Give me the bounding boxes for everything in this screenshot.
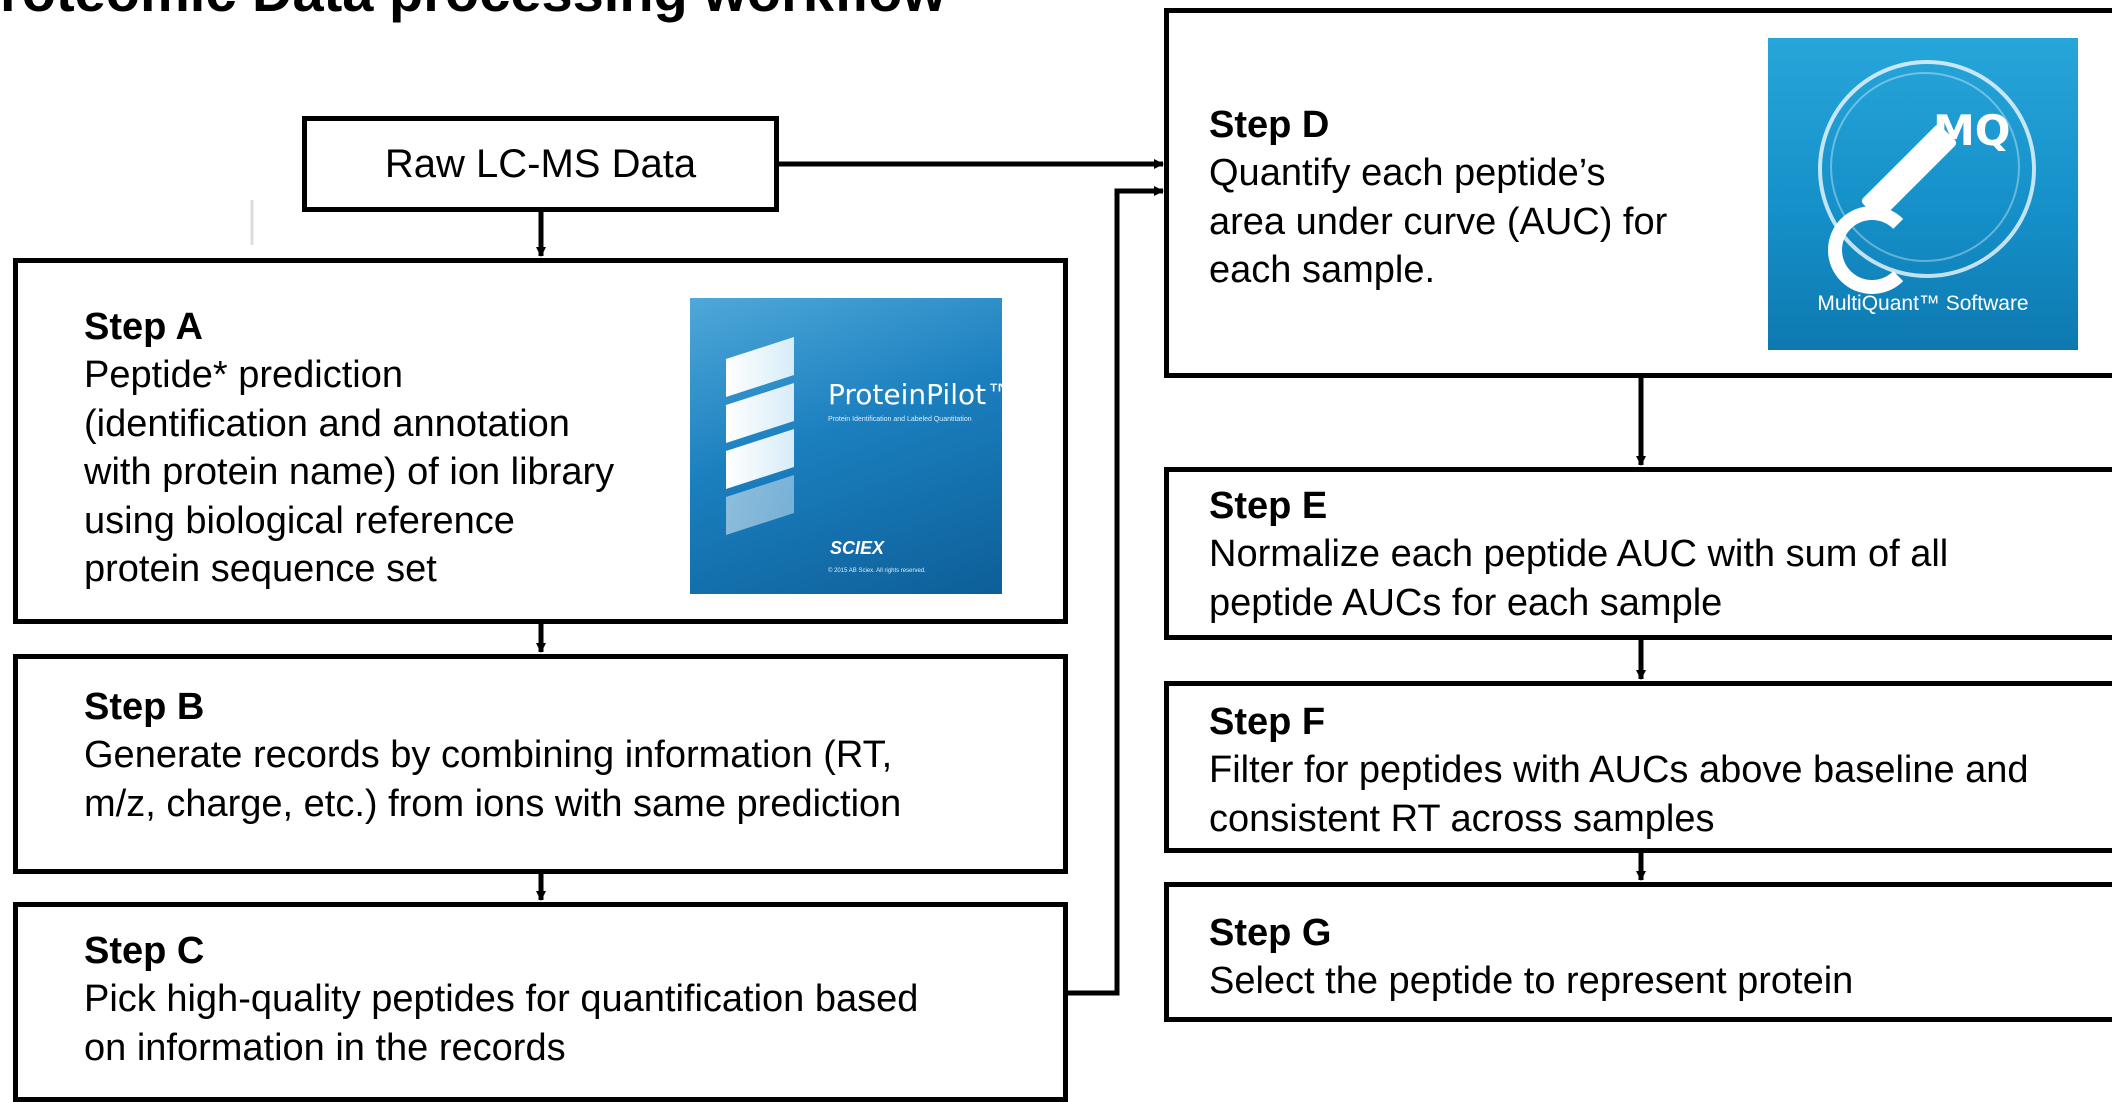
step-f-line: Filter for peptides with AUCs above base…: [1209, 749, 2029, 791]
step-f-description: Filter for peptides with AUCs above base…: [1209, 746, 2029, 843]
step-f-box: Step F Filter for peptides with AUCs abo…: [1164, 681, 2112, 853]
step-d-line: each sample.: [1209, 249, 1436, 291]
step-c-description: Pick high-quality peptides for quantific…: [84, 975, 918, 1072]
multiquant-name: MultiQuant™ Software: [1817, 292, 2029, 315]
step-g-description: Select the peptide to represent protein: [1209, 957, 1853, 1006]
step-d-line: area under curve (AUC) for: [1209, 200, 1668, 243]
step-a-line: using biological reference: [84, 499, 515, 542]
step-f-title: Step F: [1209, 701, 1326, 743]
diagram-title: roteomic Data processing workflow: [0, 0, 1150, 24]
raw-data-label: Raw LC-MS Data: [384, 141, 697, 186]
step-g-line: Select the peptide to represent protein: [1209, 960, 1854, 1002]
multiquant-logo: MQ MultiQuant™ Software: [1768, 38, 2078, 350]
raw-data-box: Raw LC-MS Data: [302, 116, 779, 212]
step-b-title: Step B: [84, 686, 205, 728]
step-a-line: protein sequence set: [84, 548, 437, 590]
step-b-line: Generate records by combining informatio…: [84, 734, 893, 776]
step-g-title: Step G: [1209, 912, 1332, 954]
sciex-logo: SCIEX: [830, 538, 885, 558]
step-b-line: m/z, charge, etc.) from ions with same p…: [84, 782, 902, 825]
step-a-title: Step A: [84, 306, 203, 348]
step-a-line: (identification and annotation: [84, 402, 570, 445]
step-c-line: Pick high-quality peptides for quantific…: [84, 978, 919, 1020]
step-e-line: peptide AUCs for each sample: [1209, 581, 1723, 624]
proteinpilot-logo: ProteinPilot™ Protein Identification and…: [690, 298, 1002, 594]
step-d-line: Quantify each peptide’s: [1209, 152, 1606, 194]
proteinpilot-wordmark: ProteinPilot™: [828, 378, 1002, 411]
step-a-line: Peptide* prediction: [84, 354, 403, 396]
step-b-box: Step B Generate records by combining inf…: [13, 654, 1068, 874]
step-f-line: consistent RT across samples: [1209, 797, 1715, 840]
step-e-box: Step E Normalize each peptide AUC with s…: [1164, 467, 2112, 640]
step-g-box: Step G Select the peptide to represent p…: [1164, 882, 2112, 1022]
step-a-line: with protein name) of ion library: [84, 451, 615, 493]
proteinpilot-subtitle: Protein Identification and Labeled Quant…: [828, 416, 972, 423]
step-c-title: Step C: [84, 930, 205, 972]
step-a-description: Peptide* prediction (identification and …: [84, 351, 614, 594]
step-c-box: Step C Pick high-quality peptides for qu…: [13, 902, 1068, 1102]
step-c-line: on information in the records: [84, 1026, 566, 1069]
step-e-title: Step E: [1209, 485, 1328, 527]
step-e-line: Normalize each peptide AUC with sum of a…: [1209, 533, 1949, 575]
step-e-description: Normalize each peptide AUC with sum of a…: [1209, 530, 1948, 627]
step-d-title: Step D: [1209, 104, 1330, 146]
step-d-description: Quantify each peptide’s area under curve…: [1209, 149, 1667, 295]
arrow-c-to-d: [1067, 186, 1164, 996]
proteinpilot-copyright: © 2015 AB Sciex. All rights reserved.: [828, 568, 926, 574]
step-b-description: Generate records by combining informatio…: [84, 731, 901, 828]
